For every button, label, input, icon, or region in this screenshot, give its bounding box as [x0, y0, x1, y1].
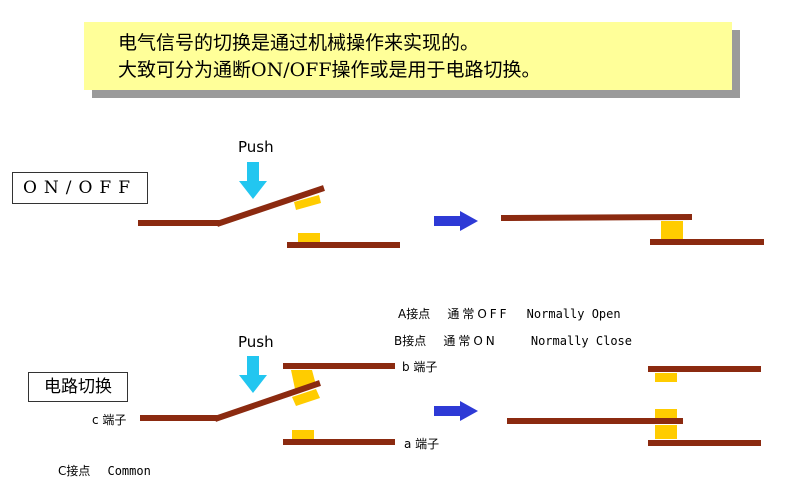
b-state-label: 通常ON: [443, 334, 498, 348]
legend-a-row: A接点 通常OFF Normally Open: [398, 303, 621, 322]
closed-contacts: [661, 221, 683, 239]
circuit-switch-label: 电路切换: [28, 372, 128, 402]
push-arrow-icon: [239, 356, 267, 393]
push-arrow-icon: [239, 162, 267, 199]
right-arrow-icon: [434, 211, 478, 231]
b-terminal-label: b 端子: [402, 360, 438, 374]
common-lever: [214, 380, 321, 422]
legend-b-row: B接点 通常ON Normally Close: [394, 330, 632, 349]
common-moving-contact: [292, 389, 320, 406]
c-contact-label: C接点: [58, 464, 91, 478]
right-arrow-icon: [434, 401, 478, 421]
fixed-contact: [298, 233, 320, 242]
banner-line-2: 大致可分为通断ON/OFF操作或是用于电路切换。: [118, 59, 541, 81]
b-english-label: Normally Close: [530, 334, 633, 348]
c-terminal-label: c 端子: [92, 413, 127, 427]
moving-contact: [294, 195, 321, 210]
switched-a-contact: [655, 425, 677, 439]
banner-line-1: 电气信号的切换是通过机械操作来实现的。: [118, 32, 480, 54]
c-english-label: Common: [107, 464, 151, 478]
a-english-label: Normally Open: [526, 307, 621, 321]
c-contact-row: C接点 Common: [58, 460, 151, 479]
a-state-label: 通常OFF: [447, 307, 510, 321]
switched-b-contact: [655, 373, 677, 382]
b-contact-label: B接点: [394, 334, 427, 348]
closed-lever: [500, 214, 693, 221]
description-banner: 电气信号的切换是通过机械操作来实现的。 大致可分为通断ON/OFF操作或是用于电…: [84, 22, 732, 90]
movable-lever: [216, 185, 325, 227]
a-contact-label: A接点: [398, 307, 431, 321]
switched-upper-moving-contact: [655, 409, 677, 418]
push-label: Push: [238, 333, 274, 351]
push-label: Push: [238, 138, 274, 156]
a-fixed-contact: [292, 430, 314, 439]
a-terminal-label: a 端子: [404, 437, 440, 451]
on-off-label: ON/OFF: [12, 172, 148, 204]
